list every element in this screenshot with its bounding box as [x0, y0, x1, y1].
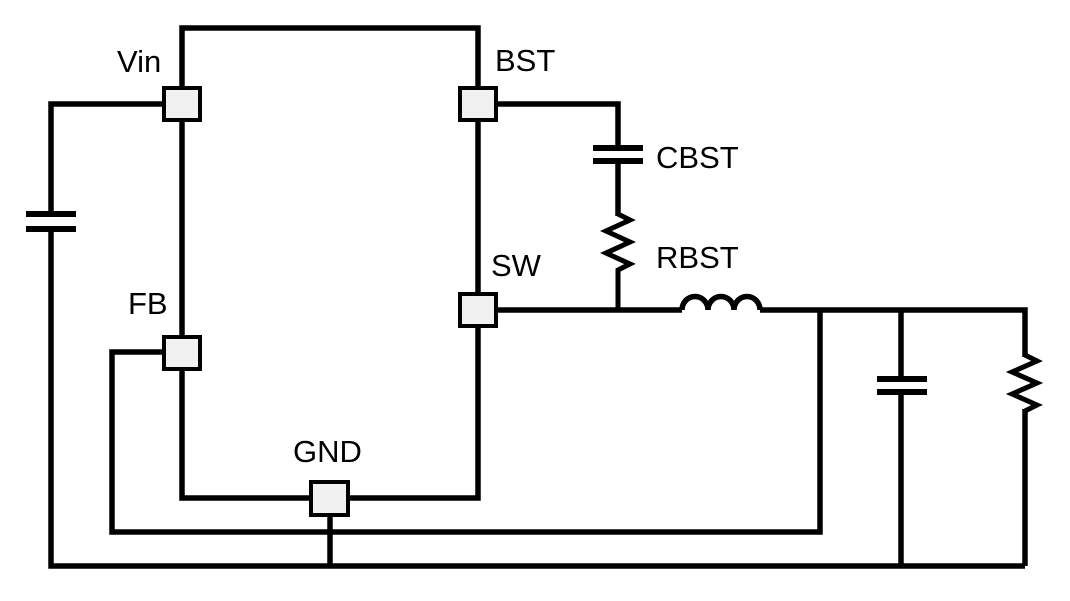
input-capacitor-symbol: [26, 211, 76, 232]
pin-label-fb: FB: [128, 286, 168, 321]
pin-bst: [458, 86, 498, 122]
output-capacitor-symbol: [877, 376, 927, 395]
pin-sw: [458, 292, 498, 328]
wire-left-and-bottom-ground-bus: [48, 232, 1025, 569]
component-label-rbst: RBST: [656, 240, 739, 275]
output-inductor-symbol: [679, 293, 763, 311]
wire-ic-top-vin-to-bst: [179, 25, 481, 94]
pin-label-bst: BST: [495, 43, 555, 78]
load-resistor-symbol: [1005, 352, 1044, 414]
wire-vin-to-input-cap: [48, 101, 172, 211]
pin-gnd: [309, 480, 350, 517]
pin-label-gnd: GND: [293, 434, 362, 469]
pin-fb: [162, 335, 202, 371]
wire-gnd-to-sw: [342, 316, 481, 501]
pin-label-sw: SW: [491, 248, 542, 283]
component-label-cbst: CBST: [656, 140, 739, 175]
wire-inductor-to-load: [760, 307, 1028, 357]
pin-label-vin: Vin: [117, 44, 161, 79]
wire-bst-to-cbst: [488, 101, 621, 145]
bootstrap-capacitor-symbol: [593, 145, 643, 164]
wire-fb-to-gnd: [179, 360, 318, 501]
pin-vin: [162, 86, 202, 122]
wire-feedback-path: [109, 310, 823, 535]
bootstrap-resistor-symbol: [599, 211, 637, 312]
